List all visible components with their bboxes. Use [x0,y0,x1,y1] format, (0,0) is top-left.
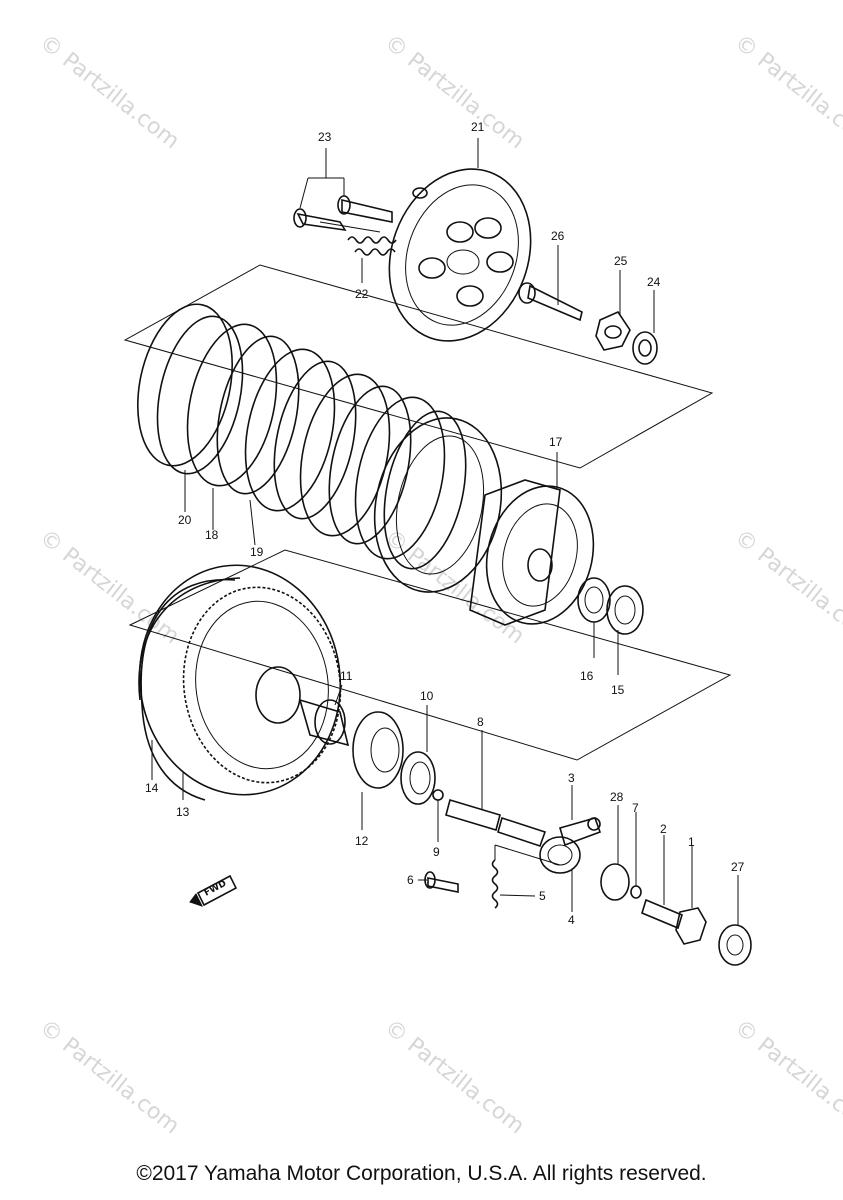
callout-17: 17 [549,435,563,449]
callout-22: 22 [355,287,369,301]
bolts [293,148,393,233]
callout-13: 13 [176,805,190,819]
callout-25: 25 [614,254,628,268]
clutch-plates [136,303,503,593]
springs [347,236,397,256]
callout-15: 15 [611,683,625,697]
fwd-label: FWD [203,879,228,899]
clutch-boss [469,452,595,626]
clutch-basket [138,564,342,801]
bolt-6 [427,877,459,893]
callout-21: 21 [471,120,485,134]
washer-16 [577,577,611,623]
cap-27 [718,924,752,966]
pressure-plate [388,168,532,342]
callout-6: 6 [407,873,414,887]
washer-15 [606,585,644,635]
callout-24: 24 [647,275,661,289]
release-lever [539,785,602,912]
callout-19: 19 [250,545,264,559]
callout-9: 9 [433,845,440,859]
callout-7: 7 [632,801,639,815]
basket-outline [128,549,732,761]
plate-stack-outline [123,264,714,469]
seal-28 [600,863,630,901]
callout-3: 3 [568,771,575,785]
adjust-screw [641,898,683,930]
callout-12: 12 [355,834,369,848]
callout-27: 27 [731,860,745,874]
callout-18: 18 [205,528,219,542]
ball-9 [432,789,444,801]
callout-28: 28 [610,790,624,804]
ring-7 [630,885,642,899]
push-rods [445,798,547,848]
copyright-notice: ©2017 Yamaha Motor Corporation, U.S.A. A… [136,1162,707,1185]
callout-26: 26 [551,229,565,243]
fwd-arrow: FWD [189,874,238,907]
callout-1: 1 [688,835,695,849]
callout-20: 20 [178,513,192,527]
callout-2: 2 [660,822,667,836]
callout-8: 8 [477,715,484,729]
collar-and-gear [298,684,404,830]
callout-4: 4 [568,913,575,927]
washer-10 [400,751,436,805]
callout-10: 10 [420,689,434,703]
callout-14: 14 [145,781,159,795]
circlip [138,577,241,701]
callout-5: 5 [539,889,546,903]
clutch-exploded-diagram: FWD [123,138,752,966]
push-rod-assembly [518,245,658,365]
callout-11: 11 [340,669,353,683]
callout-16: 16 [580,669,594,683]
lock-nut [675,907,707,945]
spring-5 [491,859,499,909]
callout-23: 23 [318,130,332,144]
